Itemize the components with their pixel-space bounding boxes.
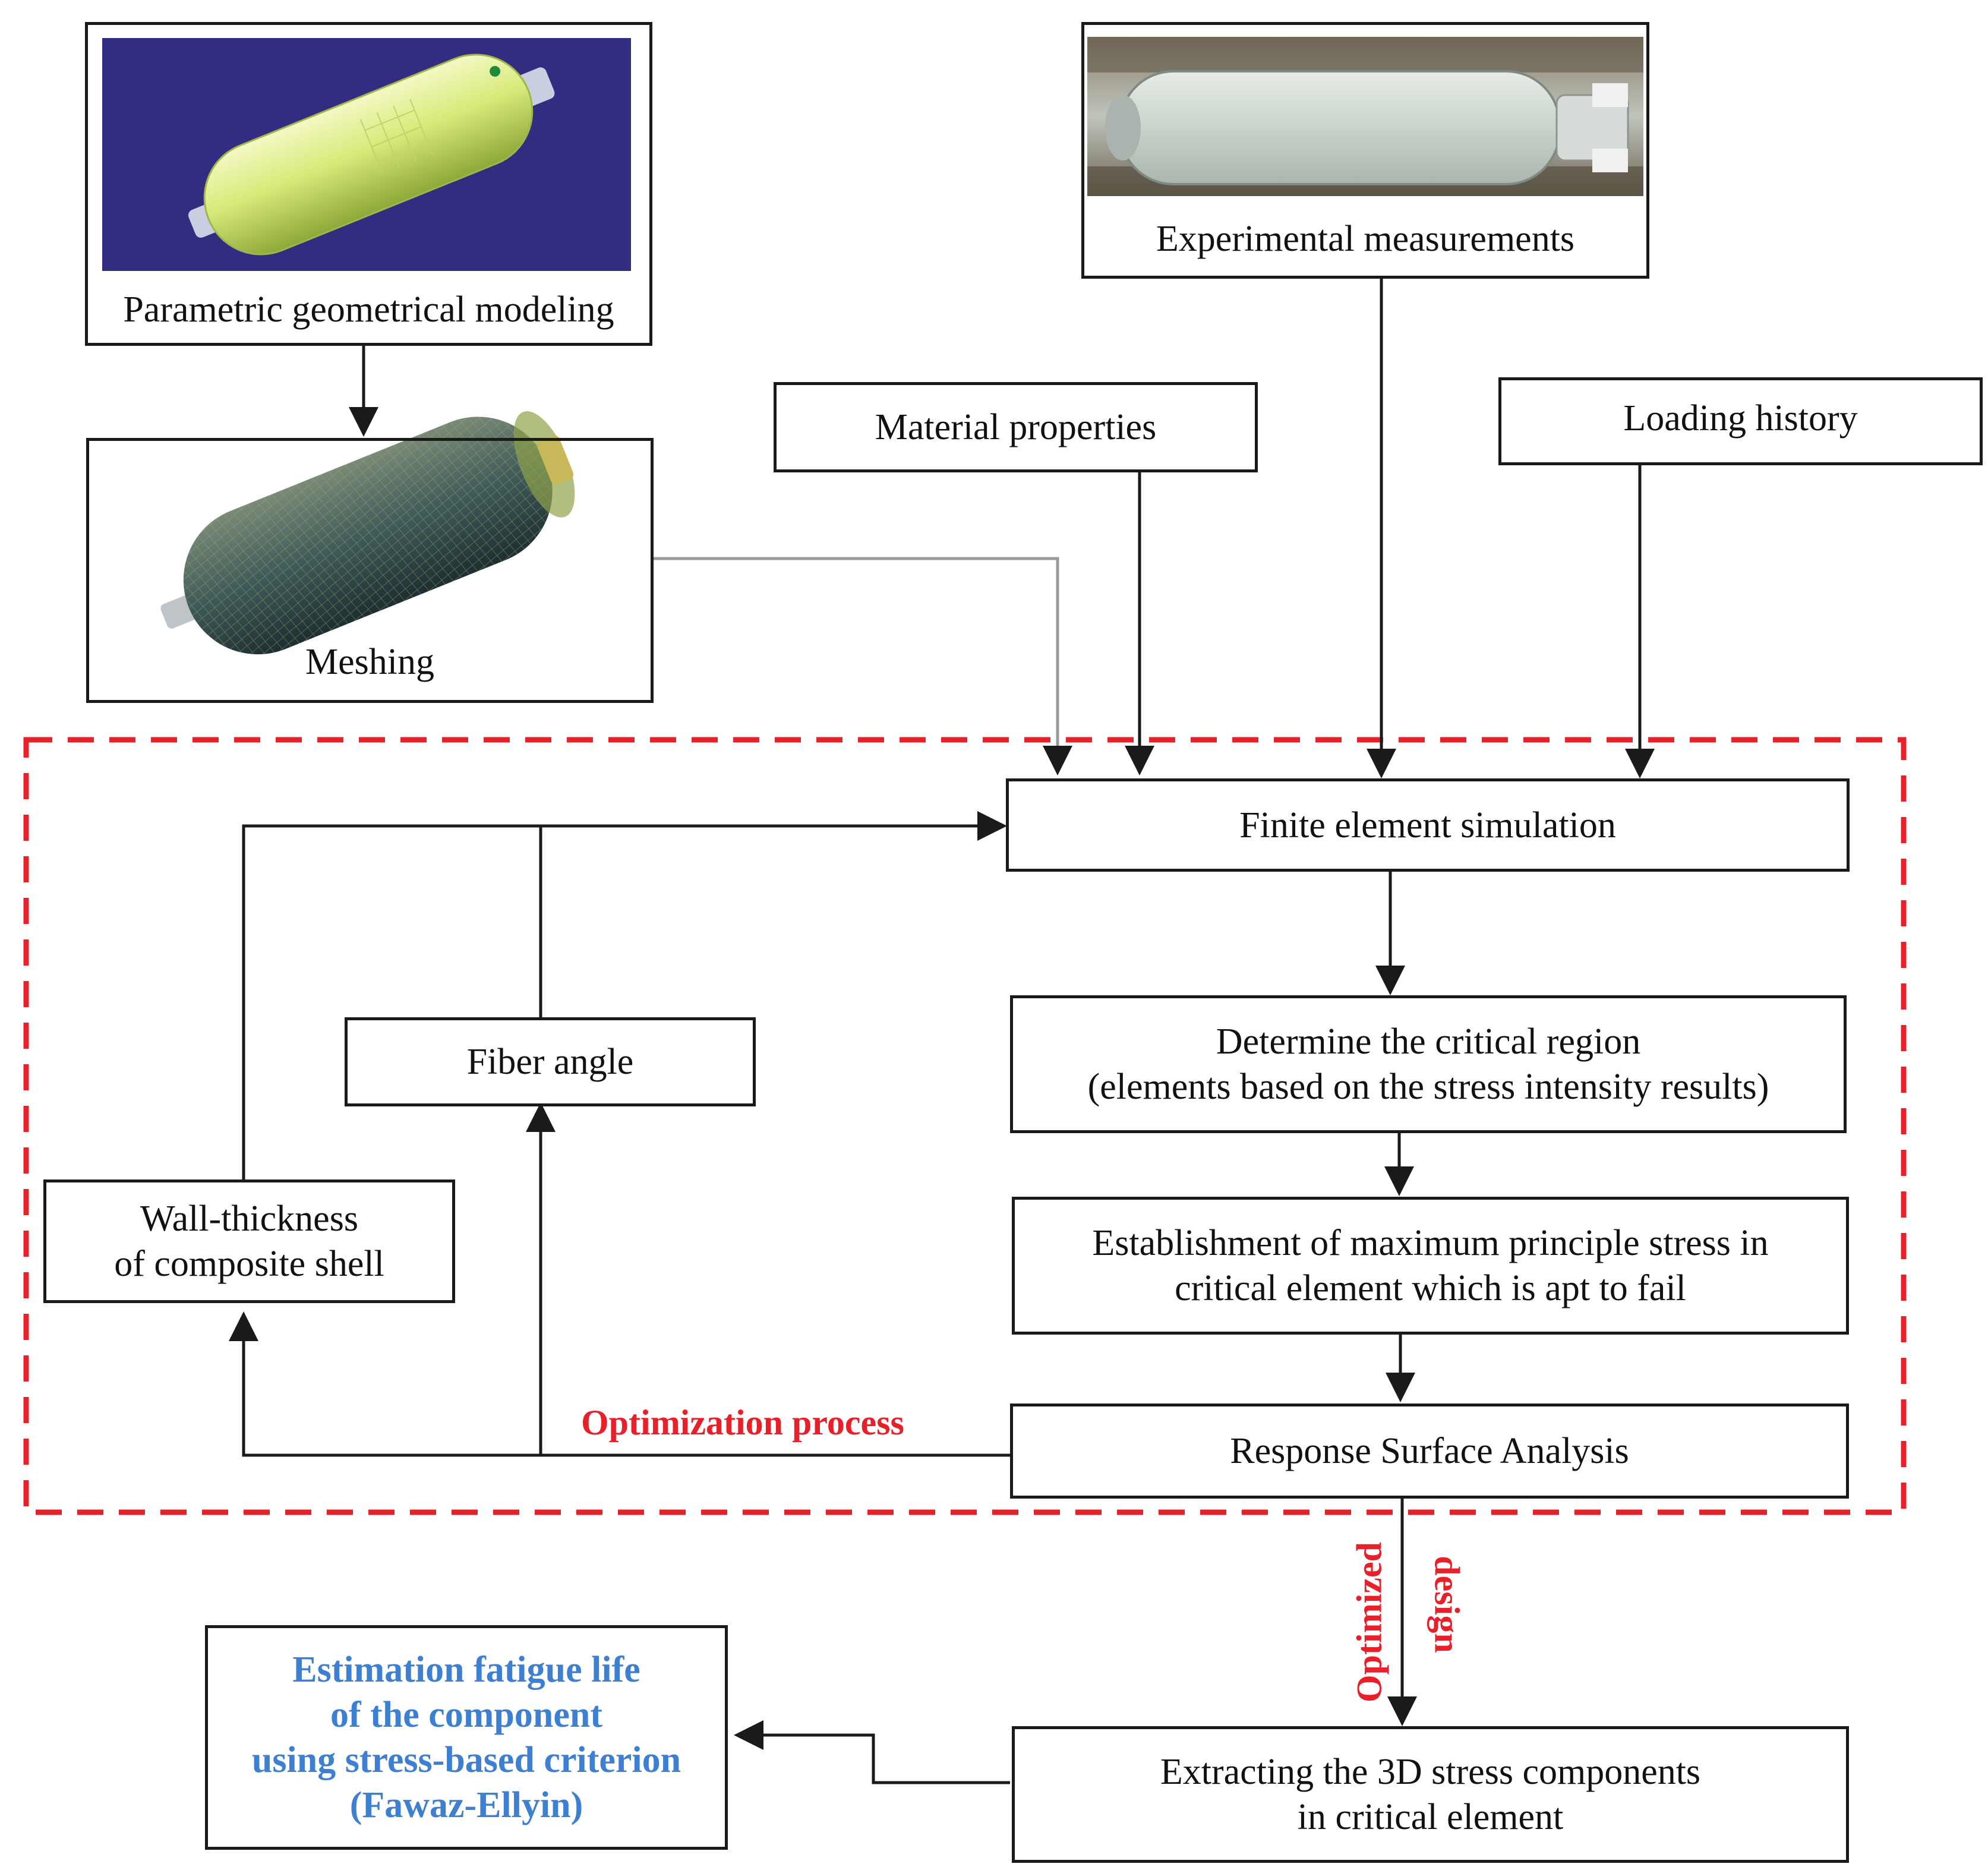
fatigue-life-label: Estimation fatigue life of the component… (251, 1650, 681, 1825)
response-surface-analysis-label: Response Surface Analysis (1230, 1431, 1629, 1471)
parametric-modeling-box: Parametric geometrical modeling (85, 22, 652, 346)
experimental-measurements-label: Experimental measurements (1156, 219, 1575, 259)
critical-region-label: Determine the critical region (elements … (1087, 1021, 1769, 1107)
edge-wall-fe (242, 811, 1007, 1182)
fatigue-life-box: Estimation fatigue life of the component… (205, 1625, 728, 1850)
finite-element-simulation-box: Finite element simulation (1006, 778, 1850, 872)
max-principle-stress-label: Establishment of maximum principle stres… (1092, 1223, 1769, 1308)
max-principle-stress-box: Establishment of maximum principle stres… (1012, 1197, 1849, 1335)
loading-history-box: Loading history (1498, 377, 1983, 465)
response-surface-analysis-box: Response Surface Analysis (1010, 1404, 1849, 1499)
edge-extract-fatigue (734, 1720, 1010, 1784)
optimized-label: Optimized (1349, 1542, 1389, 1702)
loading-history-label: Loading history (1623, 398, 1858, 439)
critical-region-box: Determine the critical region (elements … (1010, 995, 1847, 1133)
extract-stress-label: Extracting the 3D stress components in c… (1160, 1752, 1701, 1837)
meshing-box: Meshing (86, 438, 654, 703)
parametric-modeling-label: Parametric geometrical modeling (123, 289, 614, 330)
finite-element-simulation-label: Finite element simulation (1239, 805, 1616, 846)
material-properties-box: Material properties (774, 382, 1258, 472)
edge-meshing-fe (654, 557, 1072, 775)
material-properties-label: Material properties (875, 407, 1157, 447)
edge-rsa-loop (229, 1311, 1010, 1457)
wall-thickness-label: Wall-thickness of composite shell (114, 1199, 384, 1284)
extract-stress-box: Extracting the 3D stress components in c… (1012, 1726, 1849, 1863)
pressure-vessel-photo-icon (1087, 37, 1643, 196)
meshing-label: Meshing (305, 642, 434, 682)
optimization-process-label: Optimization process (581, 1403, 904, 1442)
optimization-frame (23, 737, 1907, 1515)
fiber-angle-label: Fiber angle (466, 1042, 634, 1082)
cylinder-cad-model-icon (102, 38, 631, 271)
meshed-cylinder-icon (160, 411, 575, 655)
design-label: design (1427, 1556, 1467, 1653)
wall-thickness-box: Wall-thickness of composite shell (43, 1180, 455, 1303)
experimental-measurements-box: Experimental measurements (1081, 22, 1649, 279)
fiber-angle-box: Fiber angle (345, 1017, 756, 1106)
